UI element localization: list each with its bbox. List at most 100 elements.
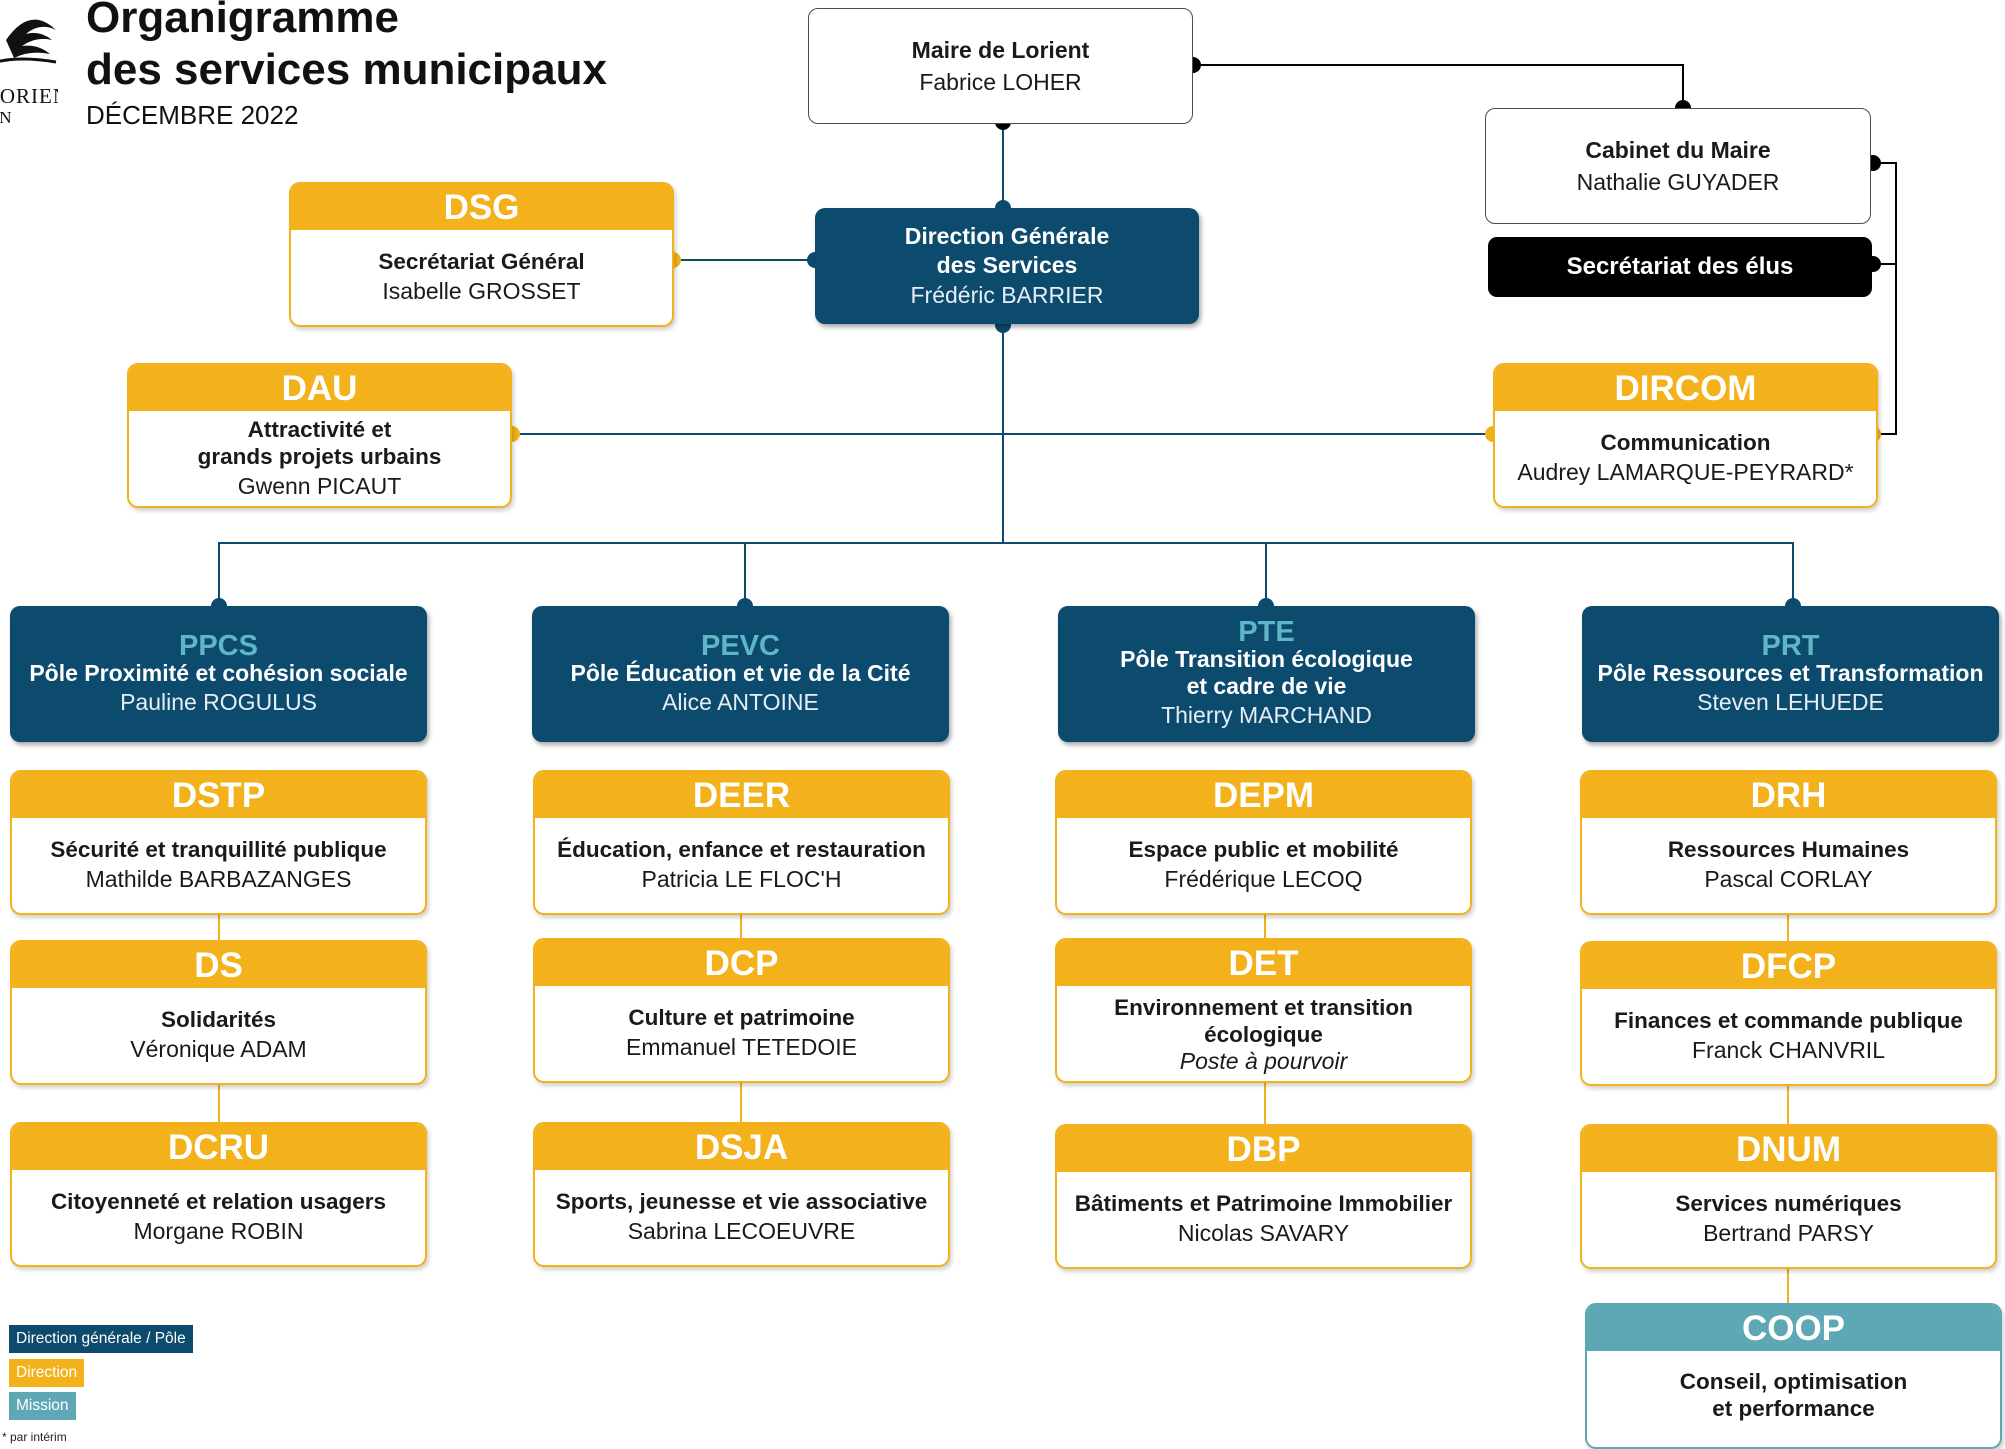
logo-line-2: AN ORIANT: [0, 108, 55, 130]
pole-pte-name-line-2: et cadre de vie: [1186, 673, 1347, 699]
drh-role: Ressources Humaines: [1667, 837, 1910, 862]
pole-ppcs-code: PPCS: [179, 629, 258, 662]
pole-ppcs-box: PPCS Pôle Proximité et cohésion sociale …: [10, 606, 427, 742]
depm-box: DEPM Espace public et mobilité Frédériqu…: [1055, 770, 1472, 915]
pole-pte-box: PTE Pôle Transition écologique et cadre …: [1058, 606, 1475, 742]
det-person: Poste à pourvoir: [1179, 1047, 1348, 1074]
dcru-code: DCRU: [12, 1124, 425, 1170]
dau-role-line-2: grands projets urbains: [197, 443, 442, 469]
dstp-box: DSTP Sécurité et tranquillité publique M…: [10, 770, 427, 915]
pole-pte-name-line-1: Pôle Transition écologique: [1120, 646, 1413, 672]
dircom-role: Communication: [1600, 430, 1771, 455]
ds-code: DS: [12, 942, 425, 988]
depm-person: Frédérique LECOQ: [1164, 866, 1363, 892]
line-maire-cabinet: [1193, 64, 1684, 108]
dbp-box: DBP Bâtiments et Patrimoine Immobilier N…: [1055, 1124, 1472, 1269]
coop-box: COOP Conseil, optimisation et performanc…: [1585, 1303, 2002, 1449]
drh-box: DRH Ressources Humaines Pascal CORLAY: [1580, 770, 1997, 915]
dgs-person: Frédéric BARRIER: [910, 282, 1104, 308]
dcp-person: Emmanuel TETEDOIE: [626, 1034, 857, 1060]
pole-pte-person: Thierry MARCHAND: [1161, 702, 1372, 728]
dsja-person: Sabrina LECOEUVRE: [627, 1218, 856, 1244]
dfcp-body: Finances et commande publique Franck CHA…: [1582, 989, 1995, 1084]
ds-person: Véronique ADAM: [130, 1036, 307, 1062]
depm-role: Espace public et mobilité: [1128, 837, 1399, 862]
lorient-emblem-icon: [0, 19, 57, 64]
dcru-role: Citoyenneté et relation usagers: [50, 1189, 387, 1214]
dnum-person: Bertrand PARSY: [1703, 1220, 1874, 1246]
dsja-body: Sports, jeunesse et vie associative Sabr…: [535, 1170, 948, 1265]
dnum-role: Services numériques: [1675, 1191, 1902, 1216]
pole-prt-person: Steven LEHUEDE: [1697, 688, 1884, 715]
dcru-box: DCRU Citoyenneté et relation usagers Mor…: [10, 1122, 427, 1267]
dau-role-line-1: Attractivité et: [247, 416, 392, 442]
dcp-body: Culture et patrimoine Emmanuel TETEDOIE: [535, 986, 948, 1081]
dbp-code: DBP: [1057, 1126, 1470, 1172]
maire-role: Maire de Lorient: [911, 37, 1090, 63]
dfcp-code: DFCP: [1582, 943, 1995, 989]
pole-ppcs-name: Pôle Proximité et cohésion sociale: [29, 659, 408, 686]
dircom-box: DIRCOM Communication Audrey LAMARQUE-PEY…: [1493, 363, 1878, 508]
drh-code: DRH: [1582, 772, 1995, 818]
dfcp-role: Finances et commande publique: [1614, 1008, 1963, 1033]
pole-pevc-name: Pôle Éducation et vie de la Cité: [570, 659, 911, 686]
pole-prt-box: PRT Pôle Ressources et Transformation St…: [1582, 606, 1999, 742]
depm-body: Espace public et mobilité Frédérique LEC…: [1057, 818, 1470, 913]
pole-prt-code: PRT: [1761, 629, 1820, 662]
maire-person: Fabrice LOHER: [919, 69, 1082, 95]
deer-person: Patricia LE FLOC'H: [641, 866, 842, 892]
ds-role: Solidarités: [160, 1007, 277, 1032]
dircom-person: Audrey LAMARQUE-PEYRARD*: [1517, 459, 1854, 485]
det-code: DET: [1057, 940, 1470, 986]
coop-code: COOP: [1587, 1305, 2000, 1351]
dsja-box: DSJA Sports, jeunesse et vie associative…: [533, 1122, 950, 1267]
dircom-code: DIRCOM: [1495, 365, 1876, 411]
line-pole-bus: [218, 542, 1794, 606]
dstp-body: Sécurité et tranquillité publique Mathil…: [12, 818, 425, 913]
dsja-role: Sports, jeunesse et vie associative: [555, 1189, 928, 1214]
line-cabinet-dircom: [1873, 162, 1897, 435]
dau-body: Attractivité et grands projets urbains G…: [129, 411, 510, 506]
drh-body: Ressources Humaines Pascal CORLAY: [1582, 818, 1995, 913]
dbp-person: Nicolas SAVARY: [1177, 1220, 1350, 1246]
coop-body: Conseil, optimisation et performance: [1587, 1351, 2000, 1439]
dnum-box: DNUM Services numériques Bertrand PARSY: [1580, 1124, 1997, 1269]
lorient-logo: LORIENT AN ORIANT: [0, 0, 58, 130]
deer-body: Éducation, enfance et restauration Patri…: [535, 818, 948, 913]
logo-line-1: LORIENT: [0, 84, 58, 108]
dsg-person: Isabelle GROSSET: [382, 278, 581, 304]
legend-direction-generale: Direction générale / Pôle: [9, 1325, 193, 1353]
title-line-1: Organigramme: [86, 0, 399, 42]
dsg-body: Secrétariat Général Isabelle GROSSET: [291, 230, 672, 325]
dcp-code: DCP: [535, 940, 948, 986]
dgs-role-line-2: des Services: [936, 252, 1078, 278]
dnum-body: Services numériques Bertrand PARSY: [1582, 1172, 1995, 1267]
det-role-line-1: Environnement et transition: [1114, 994, 1413, 1020]
page-date: DÉCEMBRE 2022: [86, 100, 299, 130]
dcru-body: Citoyenneté et relation usagers Morgane …: [12, 1170, 425, 1265]
dau-code: DAU: [129, 365, 510, 411]
dbp-body: Bâtiments et Patrimoine Immobilier Nicol…: [1057, 1172, 1470, 1267]
dcp-box: DCP Culture et patrimoine Emmanuel TETED…: [533, 938, 950, 1083]
coop-role-line-2: et performance: [1712, 1396, 1875, 1421]
ds-box: DS Solidarités Véronique ADAM: [10, 940, 427, 1085]
dfcp-person: Franck CHANVRIL: [1692, 1037, 1885, 1063]
pole-pte-code: PTE: [1238, 616, 1295, 648]
dgs-role-line-1: Direction Générale: [904, 223, 1110, 249]
dcp-role: Culture et patrimoine: [628, 1005, 855, 1030]
dau-person: Gwenn PICAUT: [237, 472, 402, 499]
title-line-2: des services municipaux: [86, 45, 607, 94]
dsg-role: Secrétariat Général: [378, 249, 585, 274]
cabinet-box: Cabinet du Maire Nathalie GUYADER: [1485, 108, 1871, 224]
legend-direction: Direction: [9, 1359, 85, 1387]
det-body: Environnement et transition écologique P…: [1057, 986, 1470, 1081]
dstp-role: Sécurité et tranquillité publique: [50, 837, 387, 862]
dfcp-box: DFCP Finances et commande publique Franc…: [1580, 941, 1997, 1086]
dau-box: DAU Attractivité et grands projets urbai…: [127, 363, 512, 508]
deer-role: Éducation, enfance et restauration: [557, 837, 926, 862]
cabinet-role: Cabinet du Maire: [1585, 137, 1771, 163]
dcru-person: Morgane ROBIN: [133, 1218, 304, 1244]
legend-mission: Mission: [9, 1392, 76, 1420]
drh-person: Pascal CORLAY: [1704, 866, 1873, 892]
dnum-code: DNUM: [1582, 1126, 1995, 1172]
